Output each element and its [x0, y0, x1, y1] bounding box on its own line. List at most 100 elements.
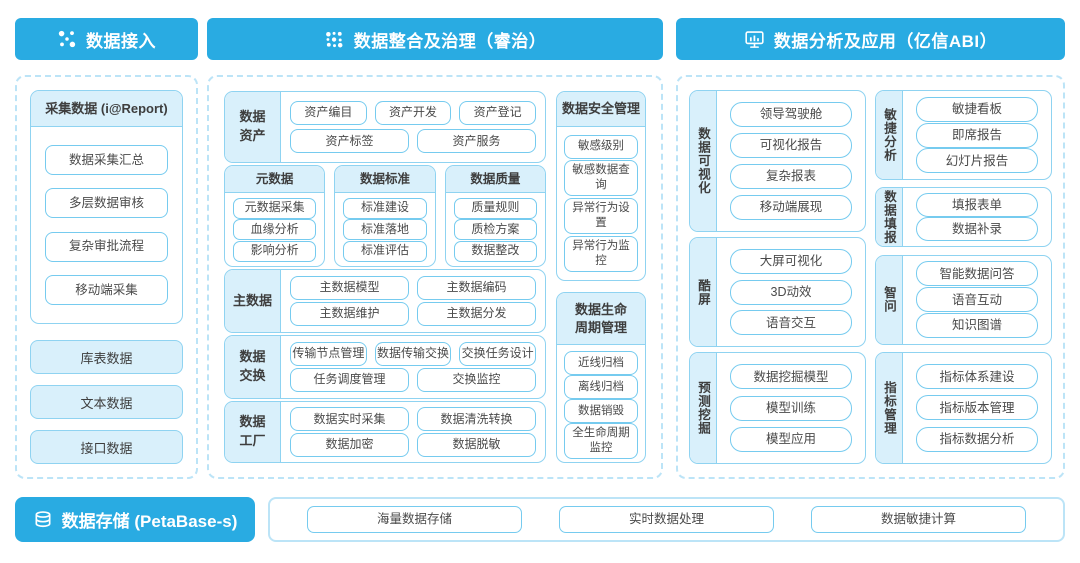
- indicator-item: 指标体系建设: [916, 364, 1038, 390]
- data-filling-label: 数据填报: [876, 188, 903, 247]
- data-lifecycle-title: 数据生命 周期管理: [557, 293, 645, 346]
- metadata-title: 元数据: [225, 166, 325, 193]
- master-data-group: 主数据 主数据模型 主数据编码 主数据维护 主数据分发: [224, 269, 546, 333]
- lifecycle-item: 离线归档: [564, 375, 638, 400]
- master-item: 主数据分发: [417, 302, 536, 326]
- storage-item: 海量数据存储: [307, 506, 522, 533]
- standard-item: 标准落地: [343, 219, 427, 240]
- governance-header: 数据整合及治理（睿治）: [207, 18, 663, 60]
- data-factory-label: 数据 工厂: [225, 402, 281, 462]
- halftone-dots-icon: [324, 29, 345, 50]
- agile-item: 幻灯片报告: [916, 148, 1038, 174]
- data-factory-group: 数据 工厂 数据实时采集 数据清洗转换 数据加密 数据脱敏: [224, 401, 546, 463]
- exchange-item: 交换监控: [417, 368, 536, 392]
- lifecycle-item: 近线归档: [564, 351, 638, 376]
- data-security-group: 数据安全管理 敏感级别 敏感数据查询 异常行为设置 异常行为监控: [556, 91, 646, 281]
- data-standard-group: 数据标准 标准建设 标准落地 标准评估: [334, 165, 436, 267]
- visualization-item: 领导驾驶舱: [730, 102, 852, 127]
- standard-item: 标准建设: [343, 197, 427, 219]
- data-visualization-label: 数据可视化: [690, 91, 717, 231]
- metadata-item: 血缘分析: [233, 219, 317, 240]
- collect-data-list: 数据采集汇总 多层数据审核 复杂审批流程 移动端采集: [31, 127, 182, 323]
- section-data-access: 数据接入 采集数据 (i@Report) 数据采集汇总 多层数据审核 复杂审批流…: [15, 18, 198, 479]
- data-asset-group: 数据 资产 资产编目 资产开发 资产登记 资产标签 资产服务: [224, 91, 546, 163]
- metadata-item: 元数据采集: [233, 197, 317, 219]
- visualization-item: 复杂报表: [730, 164, 852, 189]
- governance-right-column: 数据安全管理 敏感级别 敏感数据查询 异常行为设置 异常行为监控 数据生命 周期…: [556, 91, 646, 463]
- quality-item: 质量规则: [453, 197, 537, 219]
- mining-item: 模型应用: [730, 426, 852, 452]
- filling-item: 数据补录: [916, 217, 1038, 242]
- data-access-panel: 采集数据 (i@Report) 数据采集汇总 多层数据审核 复杂审批流程 移动端…: [15, 75, 198, 479]
- cool-screen-label: 酷屏: [690, 238, 717, 346]
- cool-screen-item: 大屏可视化: [730, 248, 852, 274]
- asset-item: 资产标签: [290, 129, 409, 154]
- storage-panel: 海量数据存储 实时数据处理 数据敏捷计算: [268, 497, 1065, 542]
- lifecycle-item: 数据销毁: [564, 399, 638, 424]
- predictive-mining-group: 预测挖掘 数据挖掘模型 模型训练 模型应用: [689, 352, 866, 464]
- cool-screen-item: 语音交互: [730, 310, 852, 336]
- exchange-item: 数据传输交换: [374, 342, 452, 366]
- data-access-header: 数据接入: [15, 18, 198, 60]
- data-source-list: 库表数据 文本数据 接口数据: [30, 340, 183, 464]
- metadata-item: 影响分析: [233, 240, 317, 262]
- security-item: 异常行为设置: [564, 198, 638, 235]
- governance-title: 数据整合及治理（睿治）: [353, 31, 547, 51]
- data-quality-group: 数据质量 质量规则 质检方案 数据整改: [444, 165, 546, 267]
- analysis-left-column: 数据可视化 领导驾驶舱 可视化报告 复杂报表 移动端展现 酷屏 大屏可视化 3D…: [689, 90, 866, 464]
- factory-item: 数据脱敏: [417, 432, 536, 457]
- storage-title: 数据存储 (PetaBase-s): [61, 512, 238, 531]
- master-item: 主数据编码: [417, 276, 536, 300]
- data-security-title: 数据安全管理: [557, 92, 645, 127]
- section-storage: 数据存储 (PetaBase-s) 海量数据存储 实时数据处理 数据敏捷计算: [15, 497, 1065, 542]
- section-governance: 数据整合及治理（睿治） 数据 资产 资产编目 资产开发 资产登记 资产标签 资产…: [207, 18, 663, 479]
- factory-item: 数据清洗转换: [417, 407, 536, 432]
- mining-item: 模型训练: [730, 395, 852, 421]
- agile-item: 即席报告: [916, 122, 1038, 148]
- collect-item: 复杂审批流程: [44, 231, 169, 262]
- indicator-management-group: 指标管理 指标体系建设 指标版本管理 指标数据分析: [875, 351, 1052, 464]
- smart-qa-label: 智问: [876, 255, 903, 344]
- section-analysis: 数据分析及应用（亿信ABI） 数据可视化 领导驾驶舱 可视化报告 复杂报表 移动…: [676, 18, 1065, 479]
- analysis-panel: 数据可视化 领导驾驶舱 可视化报告 复杂报表 移动端展现 酷屏 大屏可视化 3D…: [676, 75, 1065, 479]
- security-item: 敏感数据查询: [564, 160, 638, 197]
- security-item: 异常行为监控: [564, 236, 638, 272]
- collect-item: 数据采集汇总: [44, 145, 169, 176]
- lifecycle-item: 全生命周期 监控: [564, 423, 638, 459]
- asset-item: 资产开发: [374, 100, 452, 125]
- metadata-group: 元数据 元数据采集 血缘分析 影响分析: [224, 165, 326, 267]
- asset-item: 资产编目: [290, 100, 367, 125]
- factory-item: 数据加密: [290, 432, 409, 457]
- storage-header: 数据存储 (PetaBase-s): [15, 497, 255, 542]
- exchange-item: 交换任务设计: [459, 342, 537, 366]
- security-item: 敏感级别: [564, 134, 638, 159]
- metadata-standard-quality-row: 元数据 元数据采集 血缘分析 影响分析 数据标准 标准建设 标准落地 标准评估: [224, 165, 546, 267]
- asset-item: 资产登记: [459, 100, 537, 125]
- analysis-title: 数据分析及应用（亿信ABI）: [773, 31, 998, 51]
- indicator-item: 指标数据分析: [916, 426, 1038, 452]
- exchange-item: 任务调度管理: [290, 368, 409, 392]
- data-access-title: 数据接入: [86, 31, 156, 51]
- agile-analysis-group: 敏捷分析 敏捷看板 即席报告 幻灯片报告: [875, 90, 1052, 180]
- mining-item: 数据挖掘模型: [730, 364, 852, 390]
- agile-analysis-label: 敏捷分析: [876, 91, 903, 179]
- data-source-item: 文本数据: [30, 385, 183, 419]
- cool-screen-item: 3D动效: [730, 279, 852, 305]
- smart-qa-group: 智问 智能数据问答 语音互动 知识图谱: [875, 254, 1052, 345]
- indicator-management-label: 指标管理: [876, 352, 903, 463]
- smart-qa-item: 语音互动: [916, 287, 1038, 313]
- database-icon: [33, 510, 53, 530]
- storage-item: 实时数据处理: [559, 506, 774, 533]
- quality-item: 质检方案: [453, 219, 537, 240]
- network-nodes-icon: [57, 29, 77, 49]
- analysis-right-column: 敏捷分析 敏捷看板 即席报告 幻灯片报告 数据填报 填报表单 数据补录 智问: [875, 90, 1052, 464]
- data-source-item: 库表数据: [30, 340, 183, 374]
- master-item: 主数据维护: [290, 302, 409, 326]
- master-item: 主数据模型: [290, 276, 409, 300]
- data-exchange-group: 数据 交换 传输节点管理 数据传输交换 交换任务设计 任务调度管理 交换监控: [224, 335, 546, 399]
- data-visualization-group: 数据可视化 领导驾驶舱 可视化报告 复杂报表 移动端展现: [689, 90, 866, 232]
- data-source-item: 接口数据: [30, 430, 183, 464]
- collect-data-title: 采集数据 (i@Report): [31, 91, 182, 127]
- governance-left-column: 数据 资产 资产编目 资产开发 资产登记 资产标签 资产服务: [224, 91, 546, 463]
- visualization-item: 可视化报告: [730, 133, 852, 158]
